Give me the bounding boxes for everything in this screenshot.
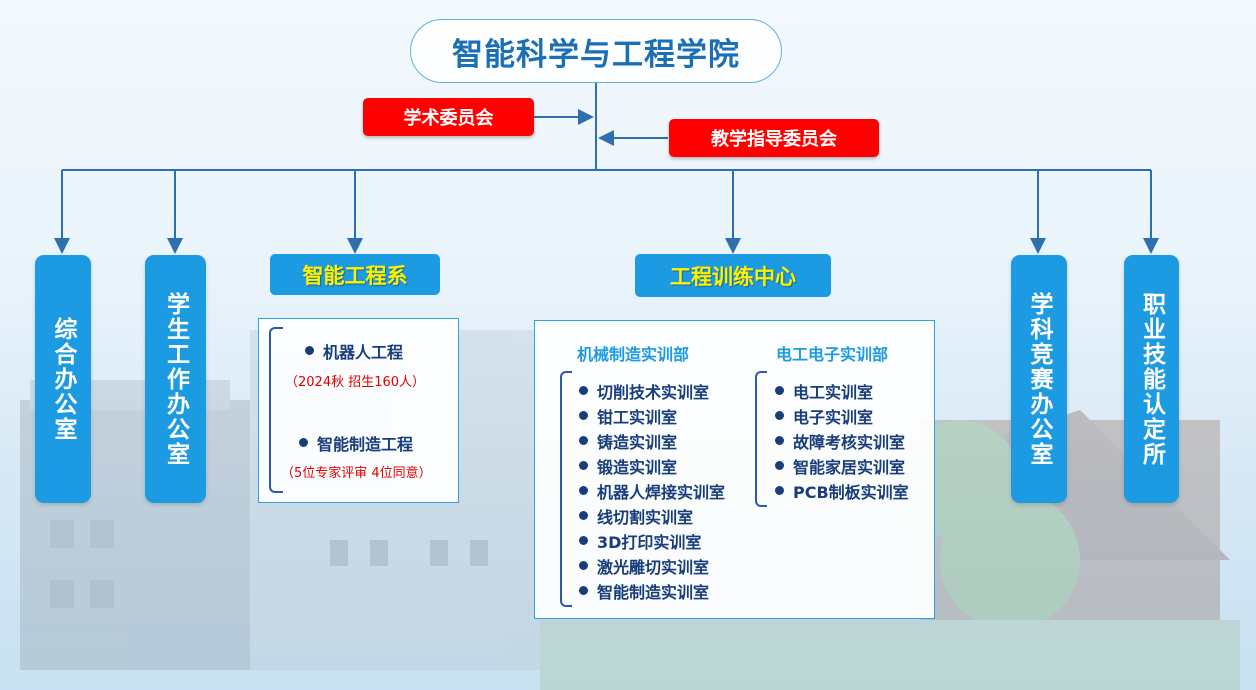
list-item: 电工实训室 xyxy=(775,378,909,403)
mech-bracket xyxy=(560,371,572,607)
room-name: 电子实训室 xyxy=(793,407,874,427)
department-panel: 机器人工程 （2024秋 招生160人） 智能制造工程 （5位专家评审 4位同意… xyxy=(258,318,459,503)
bullet-icon xyxy=(579,436,588,445)
major-note: （2024秋 招生160人） xyxy=(285,375,426,390)
list-item: 机器人焊接实训室 xyxy=(579,478,725,503)
bullet-icon xyxy=(579,561,588,570)
page-title: 智能科学与工程学院 xyxy=(410,19,782,83)
general-office-box: 综合办公室 xyxy=(35,255,91,503)
room-name: 铸造实训室 xyxy=(597,432,678,452)
room-name: 锻造实训室 xyxy=(597,457,678,477)
department-header: 智能工程系 xyxy=(270,254,440,295)
elec-dept-title: 电工电子实训部 xyxy=(776,345,889,364)
elec-room-list: 电工实训室 电子实训室 故障考核实训室 智能家居实训室 PCB制板实训室 xyxy=(775,378,909,503)
room-name: 切削技术实训室 xyxy=(597,382,710,402)
list-item: 线切割实训室 xyxy=(579,503,725,528)
bullet-icon xyxy=(579,461,588,470)
bullet-icon xyxy=(579,486,588,495)
bullet-icon xyxy=(775,486,784,495)
list-item: 切削技术实训室 xyxy=(579,378,725,403)
bullet-icon xyxy=(579,586,588,595)
major-note: （5位专家评审 4位同意） xyxy=(281,466,432,481)
room-name: 线切割实训室 xyxy=(597,507,694,527)
list-item: 智能制造实训室 xyxy=(579,578,725,603)
list-item: 铸造实训室 xyxy=(579,428,725,453)
bullet-icon xyxy=(775,436,784,445)
training-center-header: 工程训练中心 xyxy=(635,254,831,297)
room-name: 机器人焊接实训室 xyxy=(597,482,726,502)
bullet-icon xyxy=(579,511,588,520)
bullet-icon xyxy=(579,411,588,420)
major-name: 智能制造工程 xyxy=(317,434,414,454)
room-name: 3D打印实训室 xyxy=(597,532,702,552)
major-item: 智能制造工程 xyxy=(299,430,413,455)
bullet-icon xyxy=(299,438,308,447)
elec-bracket xyxy=(755,371,767,507)
room-name: 故障考核实训室 xyxy=(793,432,906,452)
bullet-icon xyxy=(775,386,784,395)
skill-center-label: 职业技能认定所 xyxy=(1138,291,1165,467)
list-item: 故障考核实训室 xyxy=(775,428,909,453)
student-office-label: 学生工作办公室 xyxy=(162,291,189,467)
general-office-label: 综合办公室 xyxy=(50,316,76,442)
department-bracket xyxy=(269,327,283,493)
bullet-icon xyxy=(775,461,784,470)
academic-committee-box: 学术委员会 xyxy=(363,98,534,136)
room-name: 激光雕切实训室 xyxy=(597,557,710,577)
room-name: 电工实训室 xyxy=(793,382,874,402)
bullet-icon xyxy=(579,536,588,545)
mech-room-list: 切削技术实训室 钳工实训室 铸造实训室 锻造实训室 机器人焊接实训室 线切割实训… xyxy=(579,378,725,603)
mech-dept-title: 机械制造实训部 xyxy=(577,345,690,364)
list-item: 钳工实训室 xyxy=(579,403,725,428)
skill-center-box: 职业技能认定所 xyxy=(1124,255,1179,503)
list-item: 锻造实训室 xyxy=(579,453,725,478)
major-item: 机器人工程 xyxy=(305,338,403,363)
list-item: 3D打印实训室 xyxy=(579,528,725,553)
student-office-box: 学生工作办公室 xyxy=(145,255,206,503)
room-name: 钳工实训室 xyxy=(597,407,678,427)
list-item: 智能家居实训室 xyxy=(775,453,909,478)
bullet-icon xyxy=(579,386,588,395)
room-name: 智能家居实训室 xyxy=(793,457,906,477)
major-name: 机器人工程 xyxy=(323,342,404,362)
list-item: PCB制板实训室 xyxy=(775,478,909,503)
list-item: 电子实训室 xyxy=(775,403,909,428)
bullet-icon xyxy=(305,346,314,355)
bullet-icon xyxy=(775,411,784,420)
competition-office-label: 学科竞赛办公室 xyxy=(1026,291,1052,467)
list-item: 激光雕切实训室 xyxy=(579,553,725,578)
teaching-committee-box: 教学指导委员会 xyxy=(669,119,879,157)
room-name: PCB制板实训室 xyxy=(793,482,909,502)
room-name: 智能制造实训室 xyxy=(597,582,710,602)
competition-office-box: 学科竞赛办公室 xyxy=(1011,255,1067,503)
training-center-panel: 机械制造实训部 电工电子实训部 切削技术实训室 钳工实训室 铸造实训室 锻造实训… xyxy=(534,320,935,619)
